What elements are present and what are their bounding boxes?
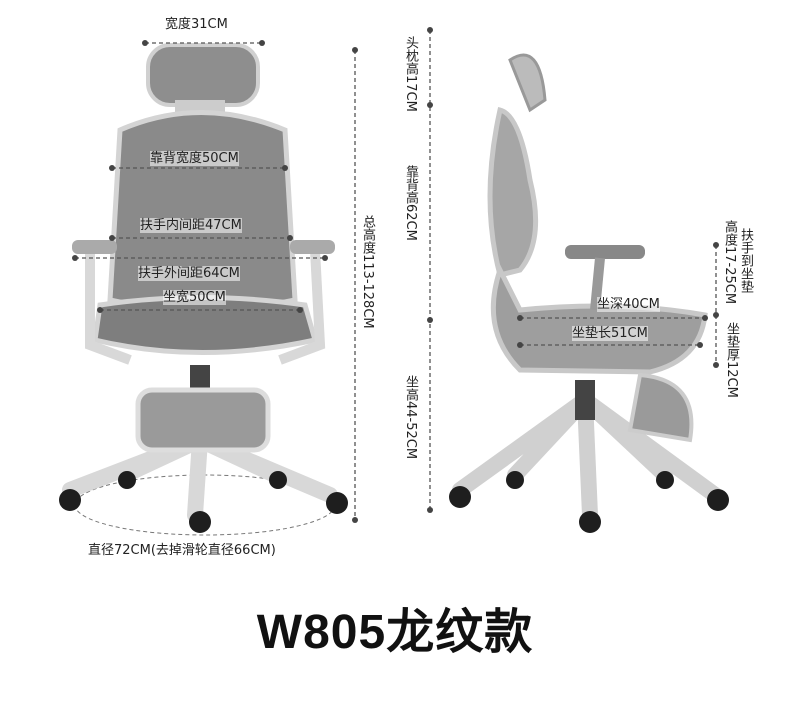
headrest-height-label: 头枕高17CM: [403, 36, 418, 112]
seat-width-label: 坐宽50CM: [163, 290, 226, 305]
seat-height-label: 坐高44-52CM: [403, 375, 418, 460]
backrest-width-label: 靠背宽度50CM: [150, 151, 239, 166]
armrest-to-seat-label: 扶手到坐垫: [738, 228, 753, 293]
backrest-height-label: 靠背高62CM: [403, 165, 418, 241]
armrest-inner-label: 扶手内间距47CM: [140, 218, 242, 233]
headrest-width-label: 宽度31CM: [165, 17, 228, 32]
armrest-outer-label: 扶手外间距64CM: [138, 266, 240, 281]
seat-thickness-label: 坐垫厚12CM: [724, 322, 739, 398]
armrest-to-seat-height-label: 高度17-25CM: [722, 220, 737, 305]
total-height-label: 总高度113-128CM: [360, 215, 375, 329]
dimension-lines: [75, 30, 717, 520]
side-chair: [449, 53, 729, 533]
base-diameter-label: 直径72CM(去掉滑轮直径66CM): [88, 543, 276, 558]
seat-depth-label: 坐深40CM: [597, 297, 660, 312]
dimension-endpoints: [72, 27, 719, 523]
seat-length-label: 坐垫长51CM: [572, 326, 648, 341]
product-title: W805龙纹款: [256, 606, 534, 659]
